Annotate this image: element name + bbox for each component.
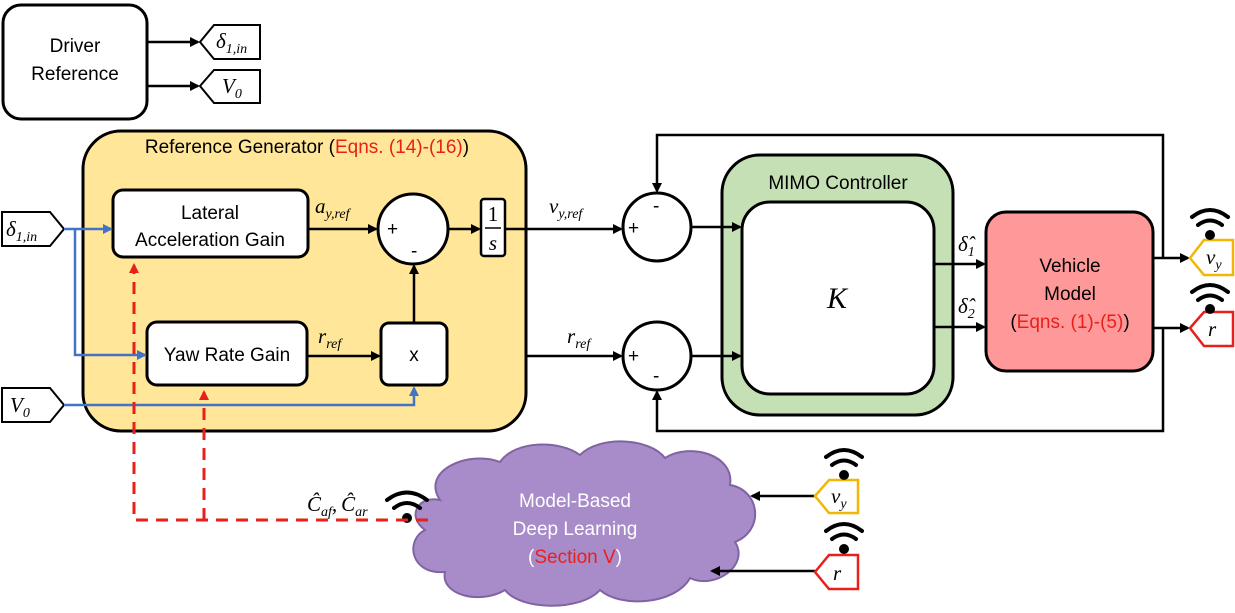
- wifi-icon: [824, 448, 864, 480]
- svg-text:r: r: [1208, 317, 1217, 341]
- vehicle-model-block: Vehicle Model (Eqns. (1)-(5)): [984, 210, 1155, 373]
- svg-text:+: +: [628, 218, 639, 239]
- svg-text:Deep Learning: Deep Learning: [513, 519, 638, 540]
- svg-text:V0: V0: [222, 74, 242, 102]
- driver-label-line2: Reference: [31, 64, 119, 85]
- estimate-feedback-lines: [129, 263, 428, 522]
- controller-k-label: K: [826, 282, 849, 315]
- svg-text:Vehicle: Vehicle: [1039, 256, 1100, 277]
- cornering-stiffness-estimates: Ĉaf,Ĉar: [307, 492, 368, 520]
- driver-label-line1: Driver: [50, 36, 101, 57]
- input-delta-tag: δ1,in: [1, 211, 66, 247]
- integrator-block: 1 s: [479, 197, 507, 258]
- reference-generator-block: [81, 129, 528, 433]
- feedback-lines: [652, 133, 1190, 433]
- svg-text:V0: V0: [10, 393, 30, 421]
- svg-text:+: +: [628, 346, 639, 367]
- summing-junction-vy: + -: [621, 191, 693, 263]
- rref-label: rref: [318, 324, 343, 352]
- summing-junction-r: + -: [621, 320, 693, 392]
- integrator-numerator: 1: [488, 202, 499, 226]
- svg-text:(Eqns. (1)-(5)): (Eqns. (1)-(5)): [1010, 312, 1129, 333]
- driver-v-symbol: V: [222, 74, 237, 98]
- learning-input-lines: [710, 491, 815, 576]
- lat-gain-line2: Acceleration Gain: [135, 230, 285, 251]
- svg-text:δ1,in: δ1,in: [6, 217, 37, 245]
- driver-delta-tag: δ1,in: [198, 24, 261, 60]
- driver-v-tag: V0: [198, 69, 261, 104]
- svg-text:vy: vy: [831, 484, 847, 512]
- summing-junction-ref: + -: [376, 192, 450, 266]
- driver-reference-block: Driver Reference: [1, 3, 149, 121]
- sum-ref-plus: +: [387, 219, 398, 240]
- multiplier-block: x: [379, 321, 449, 387]
- svg-text:-: -: [653, 366, 659, 387]
- svg-text:δ1,in: δ1,in: [216, 29, 247, 57]
- svg-text:(Section V): (Section V): [528, 547, 622, 568]
- yaw-rate-gain-block: Yaw Rate Gain: [145, 320, 309, 387]
- svg-text:vy: vy: [1206, 245, 1222, 273]
- delta1-label: δ̂1: [958, 232, 976, 260]
- driver-delta-sub: 1,in: [226, 42, 247, 57]
- input-v-tag: V0: [1, 387, 66, 423]
- lat-gain-line1: Lateral: [181, 203, 239, 224]
- ay-ref-label: ay,ref: [315, 194, 352, 222]
- controller-k-block: [740, 200, 936, 396]
- svg-text:-: -: [653, 196, 659, 217]
- yaw-gain-label: Yaw Rate Gain: [164, 345, 290, 366]
- input-signal-lines: [64, 224, 419, 407]
- reference-generator-title: Reference Generator (Eqns. (14)-(16)): [145, 137, 469, 158]
- svg-text:Model-Based: Model-Based: [519, 491, 631, 512]
- integrator-denominator: s: [489, 231, 497, 255]
- wifi-icon: [1190, 283, 1230, 314]
- svg-text:r: r: [833, 561, 842, 585]
- driver-v-sub: 0: [235, 87, 242, 102]
- multiplier-label: x: [409, 345, 419, 366]
- rref2-label: rref: [567, 324, 592, 352]
- svg-text:Model: Model: [1044, 284, 1096, 305]
- vy-ref-label: vy,ref: [549, 194, 584, 222]
- deep-learning-cloud: Model-Based Deep Learning (Section V): [412, 440, 757, 607]
- wifi-icon: [824, 522, 864, 554]
- learning-vy-tag: vy: [813, 478, 860, 515]
- driver-delta-symbol: δ: [216, 29, 227, 53]
- learning-r-tag: r: [813, 553, 860, 591]
- mimo-title: MIMO Controller: [768, 173, 908, 194]
- delta2-label: δ̂2: [958, 294, 976, 322]
- lateral-acceleration-gain-block: Lateral Acceleration Gain: [111, 188, 310, 259]
- wifi-icon: [1190, 208, 1230, 240]
- output-r-tag: r: [1188, 310, 1235, 348]
- output-vy-tag: vy: [1188, 238, 1235, 277]
- sum-ref-minus: -: [411, 241, 417, 262]
